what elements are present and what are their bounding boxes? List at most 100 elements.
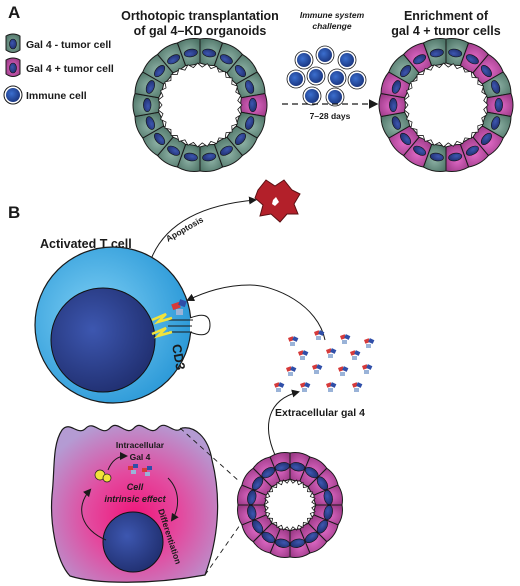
cell-nucleus — [480, 65, 492, 78]
cell-nucleus — [491, 80, 501, 94]
apoptosis-arrow — [147, 196, 257, 269]
cell-nucleus — [465, 54, 479, 65]
cell-nucleus — [494, 97, 503, 113]
gal4-dimer-icon — [312, 364, 323, 374]
t-cell — [34, 246, 211, 404]
cell-nucleus — [219, 145, 233, 156]
cell-nucleus — [183, 152, 198, 162]
gal4-dimer-icon — [339, 334, 351, 344]
organoid-gal4-kd — [132, 38, 268, 172]
challenge-line2: challenge — [312, 21, 351, 31]
gal4-dimer-icon — [288, 336, 299, 346]
apoptotic-cell-icon — [254, 179, 301, 223]
gal4-dimer-icon — [350, 350, 361, 360]
cell-nucleus — [202, 48, 217, 58]
vesicle-icon — [94, 469, 112, 483]
cell-nucleus — [480, 132, 492, 145]
cell-nucleus — [389, 97, 398, 113]
cell-nucleus — [413, 145, 427, 156]
title-left-line2: of gal 4–KD organoids — [134, 24, 267, 38]
zoom-line-bottom — [204, 524, 241, 576]
cell-nucleus — [400, 65, 412, 78]
cell-nucleus — [248, 97, 257, 113]
signal-icon — [151, 312, 173, 325]
effect-line1: Cell — [127, 482, 144, 492]
gal4-dimer-icon — [364, 338, 375, 348]
cell-nucleus — [245, 116, 255, 130]
cycle-arrow-right — [167, 477, 179, 522]
legend-label-gal4-negative: Gal 4 - tumor cell — [26, 39, 111, 51]
cell-nucleus — [154, 132, 166, 145]
cell-nucleus — [183, 48, 198, 58]
apoptosis-label: Apoptosis — [164, 214, 205, 244]
bound-gal4-icon — [171, 299, 187, 315]
legend-label-immune-cell: Immune cell — [26, 90, 87, 102]
gal4-positive-cell-icon — [5, 57, 21, 77]
cell-nucleus — [234, 132, 246, 145]
gal4-negative-cell-icon — [5, 33, 21, 53]
gal4-dimer-icon — [362, 364, 373, 374]
intracellular-line1: Intracellular — [116, 440, 165, 450]
gal4-dimer-icon — [314, 330, 325, 340]
cell-nucleus — [145, 116, 155, 130]
challenge-line1: Immune system — [300, 10, 365, 20]
gal4-dimer-icon — [338, 366, 349, 376]
binding-arrow — [186, 284, 326, 341]
cell-nucleus — [429, 48, 444, 58]
cell-nucleus — [391, 116, 401, 130]
intracellular-line2: Gal 4 — [130, 452, 151, 462]
secretion-arrow — [268, 389, 300, 456]
extracellular-gal4-label: Extracellular gal 4 — [275, 407, 365, 419]
zoom-line-top — [179, 427, 241, 483]
immune-cell-icon — [3, 85, 23, 105]
cell-nucleus — [202, 152, 217, 162]
extracellular-gal4-cluster — [274, 330, 375, 392]
cell-nucleus — [448, 152, 463, 162]
cell-nucleus — [143, 97, 152, 113]
panel-b-label: B — [8, 203, 20, 222]
cell-nucleus — [274, 462, 290, 472]
gal4-positive-tumor-cell-enlarged — [51, 424, 219, 583]
gal4-dimer-icon — [286, 366, 297, 376]
cell-nucleus — [234, 65, 246, 78]
cell-nucleus — [167, 145, 181, 156]
title-right-line2: gal 4 + tumor cells — [391, 24, 500, 38]
gal4-dimer-icon — [352, 382, 363, 392]
gal4-dimer-icon — [274, 382, 285, 392]
gal4-dimer-icon — [326, 348, 337, 358]
cell-nucleus — [429, 152, 444, 162]
title-left-line1: Orthotopic transplantation — [121, 9, 279, 23]
cycle-arrow-top — [107, 452, 128, 471]
panel-a-label: A — [8, 3, 20, 22]
gal4-dimer-icon — [300, 382, 311, 392]
effect-line2: intrinsic effect — [104, 494, 166, 504]
legend-label-gal4-positive: Gal 4 + tumor cell — [26, 63, 114, 75]
cell-nucleus — [448, 48, 463, 58]
gal4-dimer-icon — [298, 350, 309, 360]
organoid-enriched — [378, 38, 514, 172]
intracellular-gal4-icon — [128, 464, 152, 476]
immune-cell-cluster — [286, 45, 367, 107]
cell-nucleus — [154, 65, 166, 78]
cell-nucleus — [465, 145, 479, 156]
organoid-gal4-positive — [237, 452, 343, 558]
cd3-receptor — [189, 314, 211, 336]
cell-nucleus — [491, 116, 501, 130]
gal4-dimer-icon — [326, 382, 337, 392]
cell-nucleus — [219, 54, 233, 65]
organoid-lumen — [157, 62, 243, 148]
cell-nucleus — [245, 80, 255, 94]
cell-nucleus — [145, 80, 155, 94]
cell-nucleus — [391, 80, 401, 94]
days-label: 7–28 days — [310, 111, 351, 121]
cell-nucleus — [413, 54, 427, 65]
cell-nucleus — [167, 54, 181, 65]
cycle-arrow-left — [81, 488, 107, 541]
cell-nucleus — [400, 132, 412, 145]
organoid-lumen — [403, 62, 489, 148]
cd3-label: CD3 — [169, 343, 188, 371]
title-right-line1: Enrichment of — [404, 9, 489, 23]
legend: Gal 4 - tumor cell Gal 4 + tumor cell Im… — [3, 33, 114, 105]
organoid-lumen — [263, 478, 317, 532]
